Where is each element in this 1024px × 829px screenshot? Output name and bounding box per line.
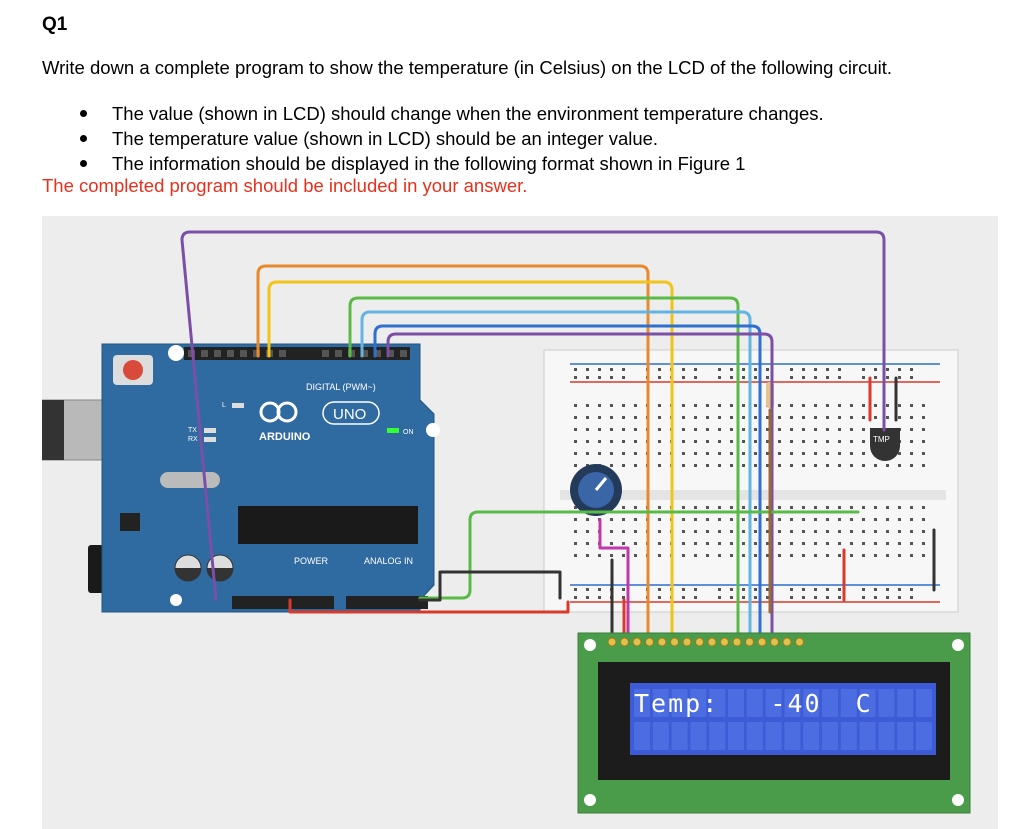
lcd-pin — [657, 637, 667, 647]
digital-header-label: DIGITAL (PWM~) — [306, 382, 376, 392]
power-header — [232, 596, 334, 609]
board-brand: ARDUINO — [259, 431, 311, 443]
requirement-item: The temperature value (shown in LCD) sho… — [72, 126, 824, 151]
arduino-board — [101, 343, 435, 613]
lcd-pin — [782, 637, 792, 647]
lcd-pin — [770, 637, 779, 647]
wire-yellow — [267, 280, 674, 642]
completion-note: The completed program should be included… — [42, 175, 528, 196]
led-on-label: ON — [403, 429, 414, 436]
lcd-pin — [632, 637, 642, 647]
wire-purple — [180, 230, 886, 602]
analog-header — [346, 596, 428, 609]
lcd-pin — [745, 637, 754, 647]
wire-green — [348, 296, 740, 642]
sensor-label: TMP — [873, 435, 890, 444]
question-intro: Write down a complete program to show th… — [42, 57, 893, 78]
arduino-logo — [259, 401, 298, 423]
lcd-pin — [620, 637, 629, 647]
lcd-pin — [757, 637, 767, 647]
wire-orange — [256, 264, 650, 642]
led-rx-label: RX — [188, 436, 198, 443]
lcd-pin — [682, 637, 692, 647]
temperature-sensor — [870, 428, 900, 461]
circuit-diagram: DIGITAL (PWM~) UNO ARDUINO ON L TX RX PO… — [42, 230, 971, 814]
wire-black — [418, 570, 562, 602]
lcd-pins — [607, 637, 804, 647]
lcd-pin — [795, 637, 804, 647]
analog-label: ANALOG IN — [364, 556, 413, 566]
requirement-item: The information should be displayed in t… — [72, 151, 824, 176]
lcd-pin — [707, 637, 717, 647]
breadboard-holes — [574, 368, 925, 599]
led-tx-label: TX — [188, 427, 197, 434]
lcd-pin — [732, 637, 742, 647]
circuit-figure: DIGITAL (PWM~) UNO ARDUINO ON L TX RX PO… — [42, 216, 998, 829]
requirements-list: The value (shown in LCD) should change w… — [72, 101, 824, 176]
led-l-label: L — [222, 402, 226, 409]
lcd-line-1: Temp: -40 C — [634, 689, 873, 718]
lcd-cells — [634, 689, 932, 750]
wire-lightblue — [360, 310, 752, 642]
lcd-pin — [645, 637, 654, 647]
lcd-pin — [720, 637, 729, 647]
lcd-pin — [670, 637, 679, 647]
question-number: Q1 — [42, 14, 68, 35]
crystal — [160, 472, 220, 488]
wire-magenta — [598, 518, 630, 642]
wire-red — [288, 598, 570, 614]
wire-green-2 — [418, 510, 860, 600]
lcd-pin — [695, 637, 704, 647]
microcontroller-chip — [238, 506, 418, 544]
board-model: UNO — [333, 406, 366, 423]
lcd-pin — [607, 637, 617, 647]
wire-purple-2 — [386, 332, 774, 642]
wire-blue — [373, 324, 762, 642]
requirement-item: The value (shown in LCD) should change w… — [72, 101, 824, 126]
power-label: POWER — [294, 556, 329, 566]
